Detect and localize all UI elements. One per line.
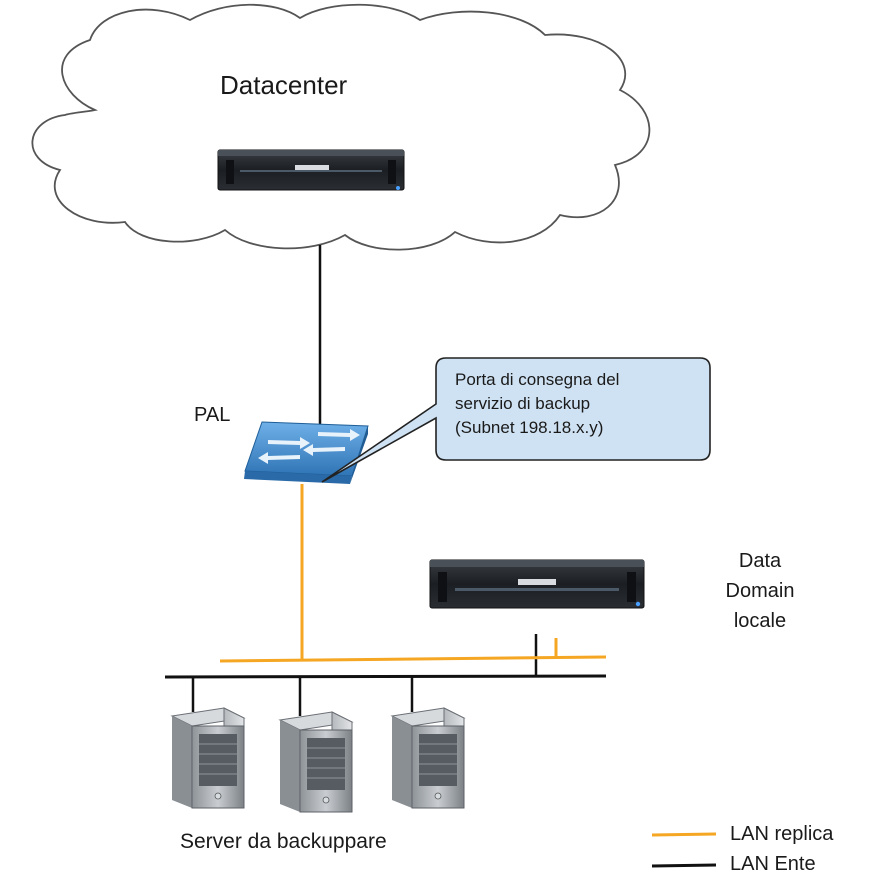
data-domain-label: Data Domain locale: [700, 546, 820, 636]
server-1: [170, 707, 246, 809]
callout-line: Porta di consegna del: [455, 370, 620, 389]
callout-bubble: [321, 357, 711, 483]
datacenter-title: Datacenter: [220, 70, 348, 100]
callout-line: servizio di backup: [455, 394, 591, 413]
data-domain-label-line: Domain: [725, 580, 795, 602]
callout-line: (Subnet 198.18.x.y): [455, 418, 604, 437]
servers-label: Server da backuppare: [180, 830, 387, 853]
datacenter-cloud: [31, 3, 651, 251]
data-domain-label-line: locale: [733, 610, 787, 632]
legend-replica-line: [651, 832, 717, 837]
data-domain-storage-array: [429, 559, 645, 609]
server-2: [278, 711, 354, 813]
legend-ente-label: LAN Ente: [730, 853, 816, 875]
replica-bus: [219, 655, 607, 663]
ente-bus: [164, 674, 607, 679]
server-3: [390, 707, 466, 809]
pal-label: PAL: [194, 404, 231, 426]
callout-text: Porta di consegna del servizio di backup…: [455, 368, 705, 440]
legend-replica-label: LAN replica: [730, 823, 834, 845]
pal-switch: [244, 421, 369, 484]
datacenter-storage-array: [217, 149, 405, 191]
data-domain-label-line: Data: [738, 550, 782, 572]
legend-ente-line: [651, 863, 717, 868]
